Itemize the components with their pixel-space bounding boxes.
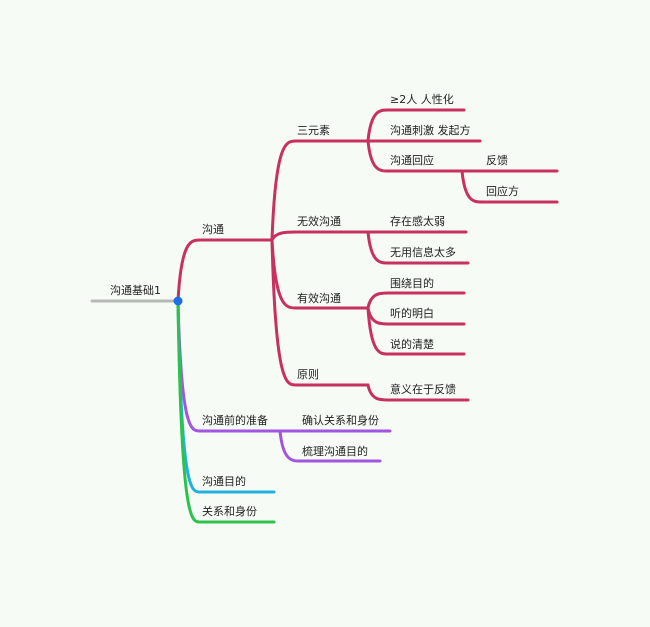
- link-zhunbei: [176, 299, 282, 433]
- node-guanxi[interactable]: 关系和身份: [202, 505, 257, 518]
- link-youxiao-a: [366, 291, 466, 310]
- node-zhunbei[interactable]: 沟通前的准备: [202, 414, 268, 427]
- node-mudi[interactable]: 沟通目的: [202, 475, 246, 488]
- node-youxiao-c[interactable]: 说的清楚: [390, 338, 434, 351]
- link-sanyuansu-c-b: [460, 169, 559, 204]
- root-dot[interactable]: [173, 296, 183, 306]
- node-zhunbei-b[interactable]: 梳理沟通目的: [302, 445, 368, 458]
- node-youxiao[interactable]: 有效沟通: [297, 292, 341, 305]
- link-guanxi: [176, 299, 276, 524]
- link-goutong: [176, 238, 274, 303]
- link-wuxiao-b: [366, 230, 470, 265]
- node-sanyuansu-c-b[interactable]: 回应方: [486, 185, 519, 198]
- node-wuxiao[interactable]: 无效沟通: [297, 215, 341, 228]
- node-sanyuansu-c[interactable]: 沟通回应: [390, 154, 434, 167]
- node-sanyuansu-c-a[interactable]: 反馈: [486, 154, 508, 167]
- link-sanyuansu-a: [366, 108, 466, 143]
- node-wuxiao-a[interactable]: 存在感太弱: [390, 215, 445, 228]
- link-youxiao-c: [366, 306, 466, 356]
- node-goutong[interactable]: 沟通: [202, 223, 224, 236]
- link-yuanze: [270, 238, 370, 387]
- link-sanyuansu: [270, 139, 370, 242]
- node-root[interactable]: 沟通基础1: [110, 284, 161, 297]
- node-sanyuansu-a[interactable]: ≥2人 人性化: [390, 93, 454, 106]
- node-sanyuansu[interactable]: 三元素: [297, 124, 330, 137]
- link-zhunbei-b: [278, 429, 382, 463]
- node-youxiao-b[interactable]: 听的明白: [390, 307, 434, 320]
- link-sanyuansu-c: [366, 139, 464, 173]
- node-wuxiao-b[interactable]: 无用信息太多: [390, 246, 456, 259]
- node-zhunbei-a[interactable]: 确认关系和身份: [302, 414, 379, 427]
- link-mudi: [176, 299, 276, 494]
- link-yuanze-a: [366, 383, 470, 402]
- node-yuanze[interactable]: 原则: [297, 368, 319, 381]
- node-yuanze-a[interactable]: 意义在于反馈: [390, 383, 456, 396]
- node-youxiao-a[interactable]: 围绕目的: [390, 277, 434, 290]
- node-sanyuansu-b[interactable]: 沟通刺激 发起方: [390, 124, 471, 137]
- link-wuxiao: [270, 230, 370, 242]
